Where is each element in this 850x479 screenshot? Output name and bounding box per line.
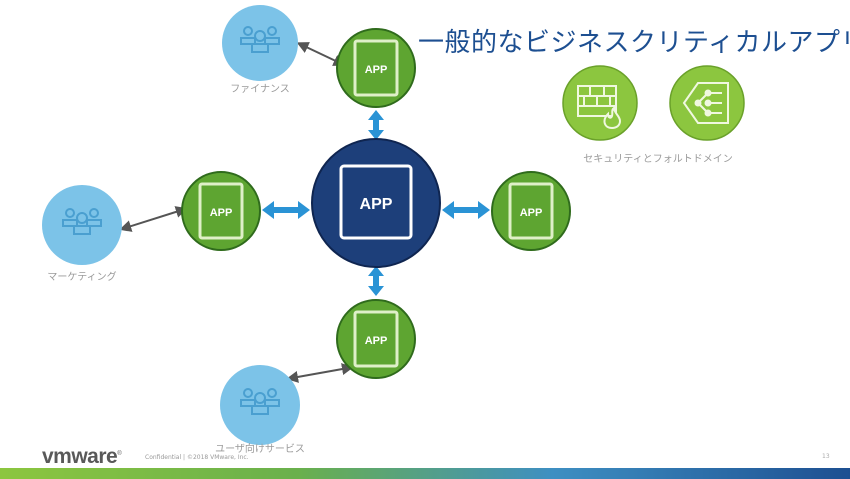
confidential-notice: Confidential | ©2018 VMware, Inc.	[145, 454, 249, 461]
label-user-services: ユーザ向けサービス	[215, 444, 305, 455]
arrow-top	[368, 110, 384, 140]
connector-user-services	[286, 363, 354, 383]
fault-domain-feature	[669, 65, 745, 141]
app-node-center: APP	[311, 138, 441, 268]
svg-text:APP: APP	[365, 335, 388, 347]
app-node-right: APP	[491, 171, 571, 251]
app-node-top: APP	[336, 28, 416, 108]
firewall-icon	[577, 85, 622, 130]
footer-gradient-bar	[0, 468, 850, 479]
svg-text:APP: APP	[360, 196, 393, 213]
label-security-fault-domain: セキュリティとフォルトドメイン	[583, 154, 733, 165]
connector-finance	[296, 42, 346, 66]
logo-text: vmware	[42, 445, 118, 468]
label-finance: ファイナンス	[230, 84, 290, 95]
arrow-bottom	[368, 266, 384, 296]
slide-title: 一般的なビジネスクリティカルアプリ	[418, 28, 850, 58]
arrow-left	[262, 201, 310, 219]
label-marketing: マーケティング	[47, 272, 117, 283]
app-node-bottom: APP	[336, 299, 416, 379]
svg-text:APP: APP	[365, 64, 388, 76]
user-group-user-services	[220, 365, 300, 445]
user-group-finance	[222, 5, 298, 81]
arrow-right	[442, 201, 490, 219]
vmware-logo: vmware®	[42, 445, 122, 468]
svg-text:APP: APP	[520, 207, 543, 219]
arrows	[262, 110, 490, 296]
page-number: 13	[822, 453, 830, 460]
network-segment-icon	[682, 82, 729, 124]
connector-marketing	[119, 206, 188, 232]
svg-text:APP: APP	[210, 207, 233, 219]
app-node-left: APP	[181, 171, 261, 251]
firewall-feature	[562, 65, 638, 141]
user-group-marketing	[42, 185, 122, 265]
